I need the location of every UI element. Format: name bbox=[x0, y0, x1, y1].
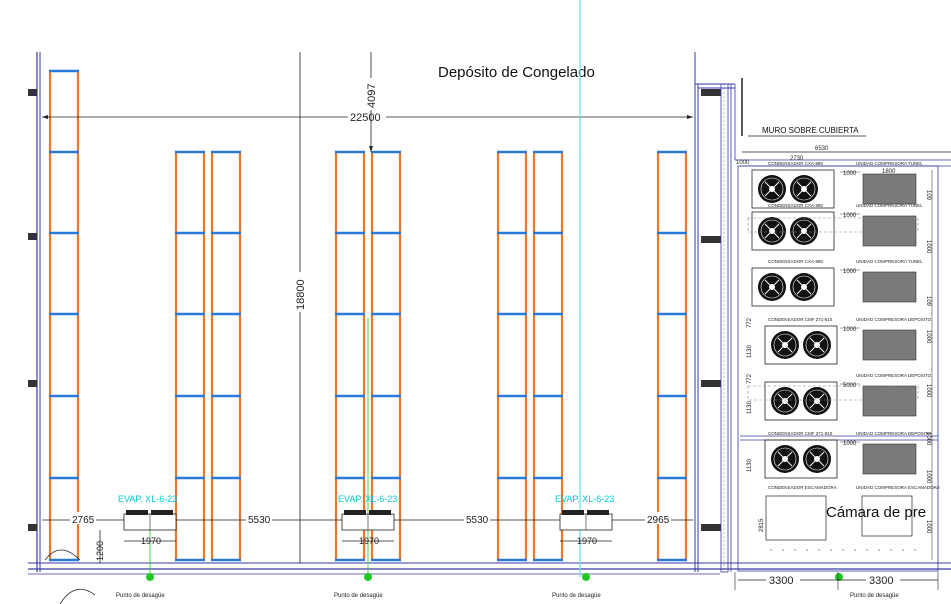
compressor-label: UNIDAD COMPRESORA DEPOSITO bbox=[856, 317, 932, 322]
compressor-label: UNIDAD COMPRESORA TUNEL bbox=[856, 259, 923, 264]
machine-room-depth: 1000 bbox=[736, 160, 750, 166]
unit-side-a: 772 bbox=[747, 317, 753, 328]
dimension-right-margin: 2965 bbox=[647, 515, 670, 526]
unit-dim-a: 2730 bbox=[790, 156, 804, 162]
drain-point-3-label: Punto de desagüe bbox=[552, 593, 601, 599]
rack-column bbox=[496, 150, 528, 562]
drain-point-2: Punto de desagüe bbox=[334, 573, 383, 599]
drain-point-1: Punto de desagüe bbox=[116, 573, 165, 599]
evaporator-1: EVAP. XL-6-23 1970 bbox=[118, 494, 177, 546]
drain-point-4: Punto de desagüe bbox=[835, 573, 899, 599]
dimension-top-gap-label: 4097 bbox=[366, 84, 378, 108]
drain-point-4-label: Punto de desagüe bbox=[850, 593, 899, 599]
compressor-unit bbox=[862, 443, 917, 475]
side-dim: 109 bbox=[925, 296, 931, 307]
compressor-unit bbox=[862, 215, 917, 247]
side-dim: 1000 bbox=[925, 520, 931, 534]
roof-wall-label: MURO SOBRE CUBIERTA bbox=[762, 126, 859, 135]
compressor-unit bbox=[862, 385, 917, 417]
unit-side-a: 772 bbox=[747, 373, 753, 384]
unit-spacing: 1000 bbox=[843, 171, 857, 177]
side-dim: 109 bbox=[925, 190, 931, 201]
unit-side-b: 1130 bbox=[747, 400, 753, 414]
dimension-evap-height: 1200 bbox=[95, 530, 105, 563]
condenser-label: CONDENSADOR CMF 271-810 bbox=[768, 431, 833, 436]
rack-column bbox=[174, 150, 206, 562]
dimension-height-total-label: 18800 bbox=[295, 279, 307, 310]
dimension-width-total: 22500 bbox=[42, 110, 693, 124]
drain-point-2-label: Punto de desagüe bbox=[334, 593, 383, 599]
unit-side-b: 1130 bbox=[747, 458, 753, 472]
evaporator-3-width: 1970 bbox=[577, 536, 597, 546]
evaporator-2-width: 1970 bbox=[359, 536, 379, 546]
machine-room: MURO SOBRE CUBIERTA 6530 1000 CONDENSADO… bbox=[734, 126, 951, 590]
dimension-aisle-2: 5530 bbox=[466, 515, 489, 526]
machine-room-bottom-2: 3300 bbox=[869, 575, 893, 587]
compressor-unit bbox=[862, 173, 917, 205]
drain-point-3: Punto de desagüe bbox=[552, 573, 601, 599]
compressor-label: UNIDAD COMPRESORA DEPOSITO bbox=[856, 373, 932, 378]
unit-spacing: 1000 bbox=[843, 269, 857, 275]
unit-spacing: 1000 bbox=[843, 213, 857, 219]
condenser-label: CONDENSADOR CXA-880 bbox=[768, 161, 824, 166]
drain-point-1-label: Punto de desagüe bbox=[116, 593, 165, 599]
evaporator-1-width: 1970 bbox=[141, 536, 161, 546]
evaporator-2: EVAP. XL-6-23 1970 bbox=[338, 494, 397, 546]
evaporator-1-label: EVAP. XL-6-23 bbox=[118, 494, 177, 504]
condenser-label: CONDENSADOR ESCAMADORA bbox=[768, 485, 837, 490]
room-label: Cámara de pre bbox=[826, 504, 926, 521]
side-dim: 1000 bbox=[925, 330, 931, 344]
machine-room-bottom-1: 3300 bbox=[769, 575, 793, 587]
compressor-unit bbox=[862, 329, 917, 361]
unit-spacing: 1000 bbox=[843, 327, 857, 333]
compressor-label: UNIDAD COMPRESORA ESCAMADORA bbox=[856, 485, 940, 490]
dimension-top-gap: 4097 bbox=[365, 52, 378, 152]
side-dim: 1000 bbox=[925, 470, 931, 484]
machine-unit: CONDENSADOR ESCAMADORA UNIDAD COMPRESORA … bbox=[759, 485, 940, 551]
condenser-label: CONDENSADOR CXA-880 bbox=[768, 259, 824, 264]
unit-spacing: 1000 bbox=[843, 441, 857, 447]
unit-side-b: 2815 bbox=[759, 518, 765, 532]
dimension-height-total: 18800 bbox=[293, 52, 307, 563]
side-dim: 1000 bbox=[925, 432, 931, 446]
rack-column bbox=[532, 150, 564, 562]
rack-column bbox=[656, 150, 688, 562]
rack-column bbox=[370, 150, 402, 562]
compressor-label: UNIDAD COMPRESORA TUNEL bbox=[856, 161, 923, 166]
rack-column bbox=[334, 150, 366, 562]
dimension-aisle-1: 5530 bbox=[248, 515, 271, 526]
rack-column bbox=[210, 150, 242, 562]
compressor-label: UNIDAD COMPRESORA DEPOSITO bbox=[856, 431, 932, 436]
evaporator-3-label: EVAP. XL-6-23 bbox=[555, 494, 614, 504]
drawing-title: Depósito de Congelado bbox=[438, 64, 595, 81]
machine-unit: CONDENSADOR CXA-880 UNIDAD COMPRESORA TUN… bbox=[751, 259, 923, 307]
condenser-label: CONDENSADOR CMF 271-810 bbox=[768, 317, 833, 322]
side-dim: 1000 bbox=[925, 240, 931, 254]
dimension-width-total-label: 22500 bbox=[350, 112, 381, 124]
rack-column bbox=[48, 69, 80, 562]
machine-unit: CONDENSADOR CXA-880 UNIDAD COMPRESORA TUN… bbox=[751, 203, 923, 251]
evaporator-2-label: EVAP. XL-6-23 bbox=[338, 494, 397, 504]
compressor-unit bbox=[862, 271, 917, 303]
unit-side-b: 1130 bbox=[747, 344, 753, 358]
unit-dim-c: 1800 bbox=[882, 169, 896, 175]
machine-room-width: 6530 bbox=[815, 146, 829, 152]
evaporator-3: EVAP. XL-6-23 1970 bbox=[555, 494, 614, 546]
condenser-label: CONDENSADOR CXA-880 bbox=[768, 203, 824, 208]
dimension-evap-height-label: 1200 bbox=[95, 541, 105, 561]
side-dim: 1000 bbox=[925, 384, 931, 398]
storage-racks bbox=[48, 69, 688, 562]
machine-unit: CONDENSADOR CMF 271-810 UNIDAD COMPRESORA… bbox=[747, 431, 932, 479]
machine-unit: CONDENSADOR CMF 271-810 UNIDAD COMPRESORA… bbox=[747, 317, 932, 365]
machine-room-side-dims: 109 1000 109 1000 1000 1000 1000 1000 bbox=[925, 170, 933, 560]
compressor-label: UNIDAD COMPRESORA TUNEL bbox=[856, 203, 923, 208]
building-walls bbox=[28, 52, 951, 575]
dimension-left-margin: 2765 bbox=[72, 515, 95, 526]
